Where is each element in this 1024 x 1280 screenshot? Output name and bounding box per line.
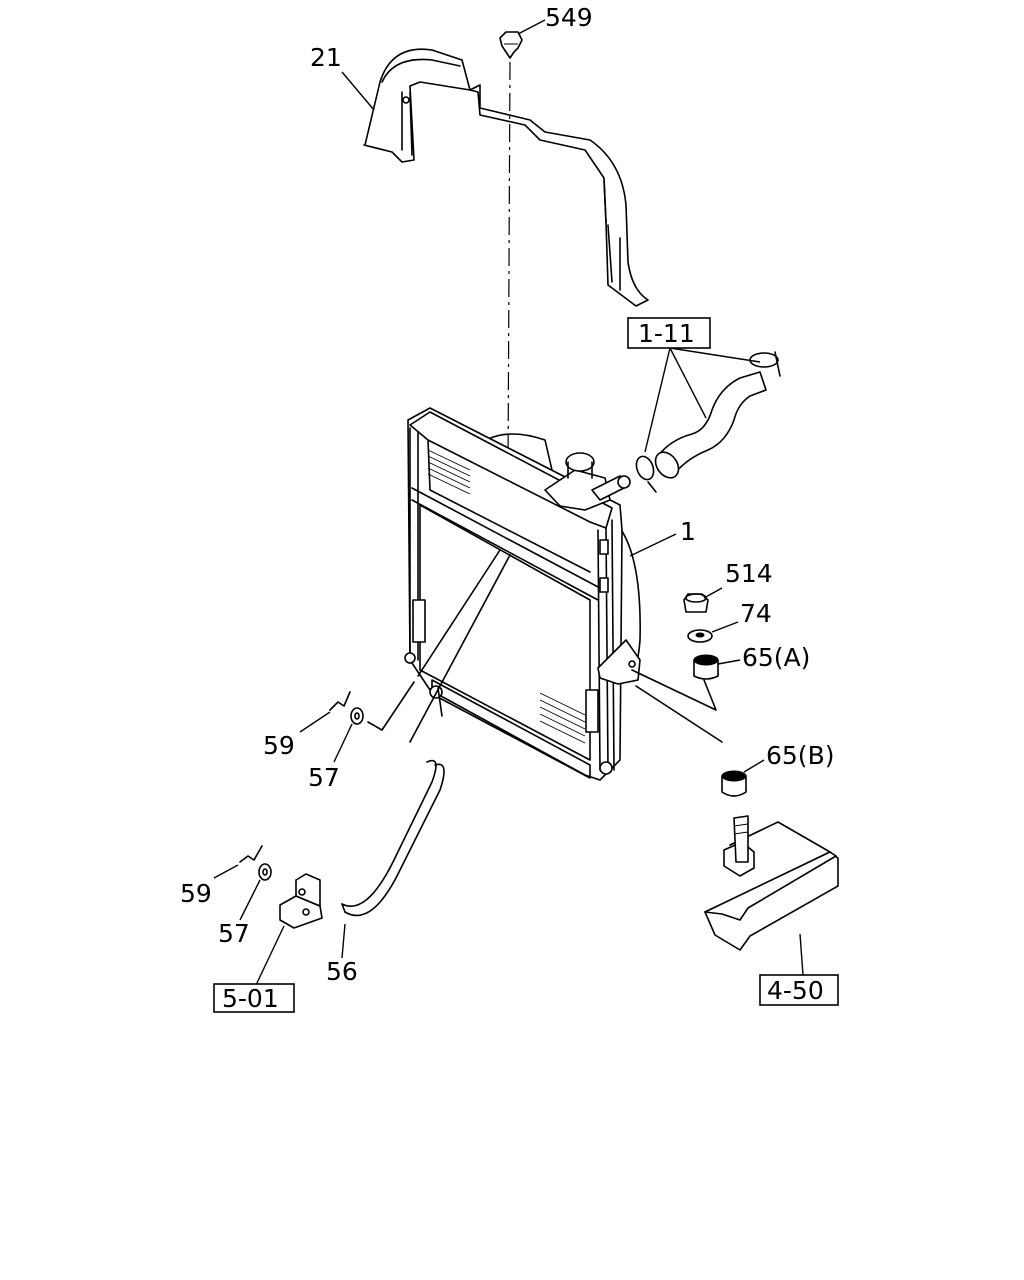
ref-label-1-11: 1-11 bbox=[638, 319, 695, 348]
callout-56: 56 bbox=[326, 957, 358, 986]
callout-59-lower: 59 bbox=[180, 879, 212, 908]
callout-74: 74 bbox=[740, 599, 772, 628]
part-57-washer-upper bbox=[333, 707, 364, 763]
part-549-clip bbox=[499, 19, 546, 59]
ref-4-50-frame-crossmember bbox=[704, 815, 839, 976]
ref-box-4-50: 4-50 bbox=[759, 974, 839, 1006]
ref-label-4-50: 4-50 bbox=[767, 976, 824, 1005]
ref-1-11-hose-assembly bbox=[635, 347, 781, 493]
callout-59-upper: 59 bbox=[263, 731, 295, 760]
part-57-washer-lower bbox=[239, 863, 272, 921]
ref-box-1-11: 1-11 bbox=[627, 317, 711, 349]
callout-1: 1 bbox=[680, 517, 696, 546]
callout-57-upper: 57 bbox=[308, 763, 340, 792]
callout-21: 21 bbox=[310, 43, 342, 72]
ref-box-5-01: 5-01 bbox=[213, 983, 295, 1013]
part-65b-rubber-mount bbox=[721, 759, 765, 797]
callout-57-lower: 57 bbox=[218, 919, 250, 948]
part-74-washer bbox=[687, 621, 739, 643]
callout-549: 549 bbox=[545, 3, 593, 32]
ref-5-01-bracket bbox=[255, 873, 323, 986]
ref-label-5-01: 5-01 bbox=[222, 984, 279, 1013]
part-59-drain-cock-upper bbox=[299, 691, 351, 733]
part-514-nut bbox=[683, 587, 723, 613]
callout-65a: 65(A) bbox=[742, 643, 810, 672]
callout-65b: 65(B) bbox=[766, 741, 834, 770]
part-59-drain-cock-lower bbox=[213, 845, 263, 879]
part-21-shroud-cover bbox=[363, 48, 649, 307]
callout-514: 514 bbox=[725, 559, 773, 588]
part-1-radiator bbox=[404, 407, 641, 781]
part-56-drain-hose bbox=[341, 554, 511, 959]
part-65a-rubber-mount bbox=[693, 654, 741, 680]
